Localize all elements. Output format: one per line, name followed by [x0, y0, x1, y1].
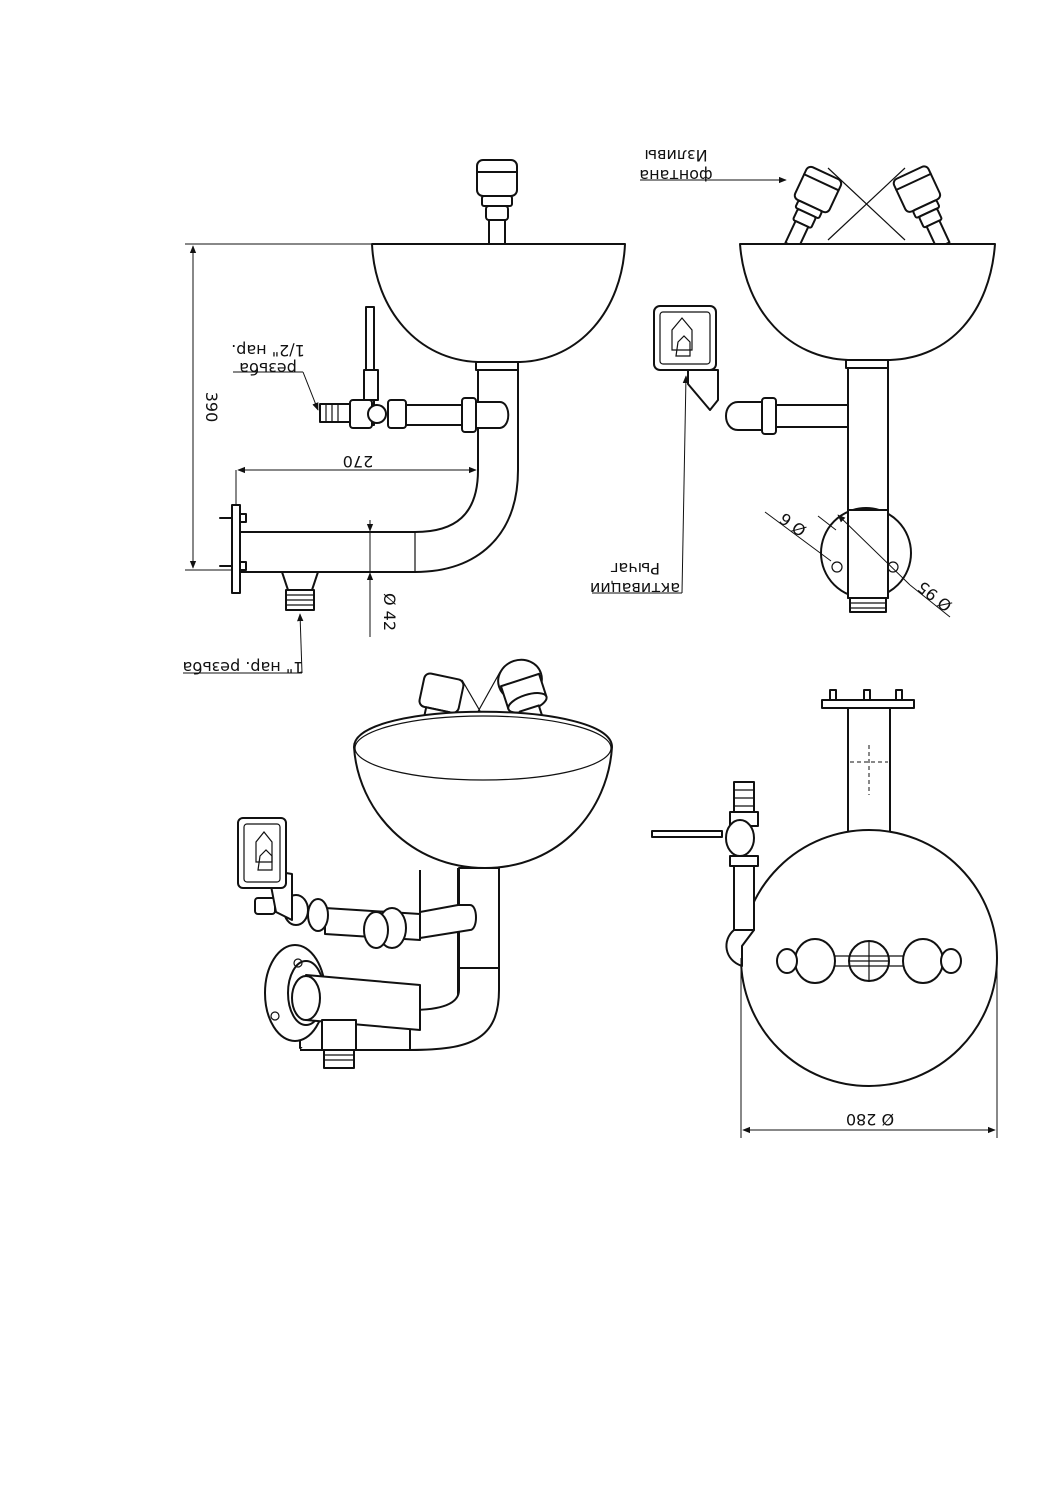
front-view-lever — [653, 305, 719, 411]
callout-lever: Рычаг активации — [590, 375, 690, 598]
callout-one-inch-thread-text: 1" нар. резьба — [183, 658, 304, 677]
dimension-flange-diameter-text: Ø 95 — [914, 577, 956, 615]
dimension-length: 270 — [235, 452, 477, 505]
side-view-inlet — [281, 571, 319, 611]
isometric-view — [237, 658, 613, 1069]
dimension-height: 390 — [185, 243, 372, 571]
callout-lever-line1: Рычаг — [610, 559, 660, 578]
iso-bowl — [353, 710, 613, 869]
side-view-bowl — [371, 243, 626, 363]
callout-nozzles: Изливы фонтана — [639, 146, 787, 185]
callout-nozzles-line2: фонтана — [639, 166, 712, 185]
front-view-nozzle-right — [892, 165, 951, 250]
dimension-bowl-diameter-text: Ø 280 — [846, 1110, 894, 1129]
callout-half-inch-thread: 1/2" нар. резьба — [231, 341, 319, 411]
side-view-valve — [319, 306, 510, 433]
callout-lever-line2: активации — [590, 579, 680, 598]
dimension-pipe-diameter: Ø 42 — [366, 520, 399, 637]
front-view: Изливы фонтана Рычаг активации Ø 6 Ø 95 — [590, 146, 996, 618]
front-view-bowl — [739, 243, 996, 361]
top-view: Ø 280 — [651, 689, 998, 1138]
dimension-hole-diameter-text: Ø 6 — [776, 509, 810, 541]
side-view-nozzle — [476, 159, 518, 245]
dimension-pipe-diameter-text: Ø 42 — [380, 593, 399, 631]
callout-one-inch-thread: 1" нар. резьба — [183, 613, 304, 677]
dimension-height-text: 390 — [202, 392, 221, 423]
top-view-nozzles — [776, 938, 962, 984]
callout-nozzles-line1: Изливы — [644, 146, 707, 165]
side-view: 390 270 Ø 42 1/2" нар. резьба 1" нар. ре… — [183, 159, 626, 677]
dimension-bowl-diameter: Ø 280 — [740, 958, 998, 1138]
iso-lever — [237, 817, 293, 921]
top-view-valve — [651, 781, 759, 967]
dimension-length-text: 270 — [343, 452, 374, 471]
front-view-nozzle-left — [784, 165, 843, 250]
callout-half-inch-thread-line1: 1/2" нар. — [231, 341, 305, 360]
callout-half-inch-thread-line2: резьба — [239, 359, 297, 378]
